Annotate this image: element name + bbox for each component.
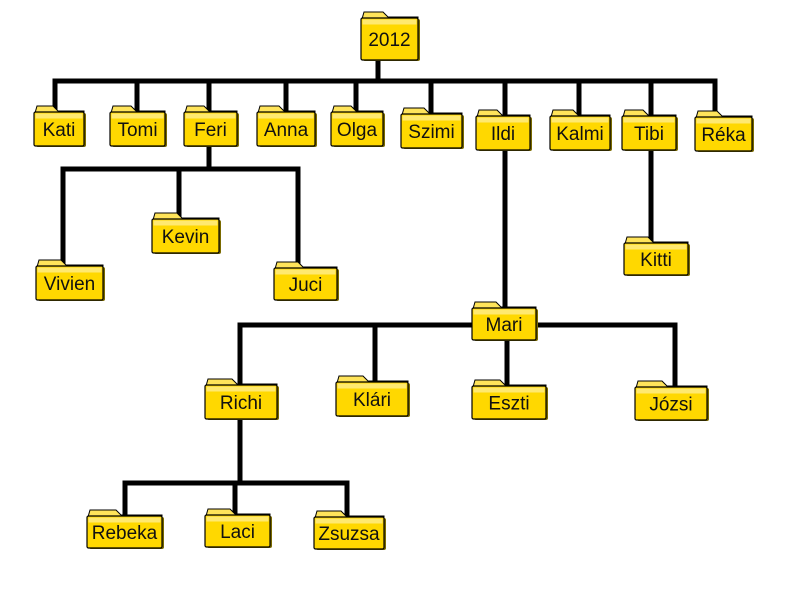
folder-node-tomi[interactable]: Tomi: [109, 105, 167, 147]
folder-node-juci[interactable]: Juci: [273, 261, 339, 301]
folder-icon: [623, 236, 690, 276]
folder-label-ildi: Ildi: [491, 124, 515, 145]
folder-label-reka: Réka: [701, 125, 746, 146]
folder-label-szimi: Szimi: [408, 122, 454, 143]
folder-icon: [204, 378, 279, 420]
folder-icon: [273, 261, 339, 301]
folder-icon: [549, 109, 612, 151]
folder-node-zsuzsa[interactable]: Zsuzsa: [313, 510, 386, 550]
folder-label-rebeka: Rebeka: [92, 523, 158, 544]
folder-icon: [313, 510, 386, 550]
folder-label-kati: Kati: [43, 120, 76, 141]
folder-label-tomi: Tomi: [117, 120, 157, 141]
folder-label-olga: Olga: [337, 120, 378, 141]
folder-node-tibi[interactable]: Tibi: [621, 109, 678, 151]
folder-node-anna[interactable]: Anna: [256, 105, 317, 147]
folder-node-jozsi[interactable]: Józsi: [634, 380, 709, 421]
folder-icon: [330, 105, 385, 147]
folder-node-reka[interactable]: Réka: [694, 110, 754, 152]
folder-node-kati[interactable]: Kati: [33, 105, 86, 147]
folder-icon: [109, 105, 167, 147]
folder-label-klari: Klári: [353, 390, 391, 411]
folder-icon: [35, 259, 105, 301]
folder-node-mari[interactable]: Mari: [471, 301, 538, 341]
folder-node-laci[interactable]: Laci: [204, 508, 272, 548]
folder-label-richi: Richi: [220, 393, 262, 414]
folder-icon: [335, 375, 410, 417]
folder-label-eszti: Eszti: [488, 394, 529, 415]
folder-node-root[interactable]: 2012: [360, 11, 420, 61]
folder-label-jozsi: Józsi: [649, 395, 692, 416]
folder-node-rebeka[interactable]: Rebeka: [86, 509, 164, 549]
folder-icon: [694, 110, 754, 152]
folder-node-ildi[interactable]: Ildi: [475, 109, 532, 151]
folder-node-szimi[interactable]: Szimi: [400, 107, 464, 149]
folder-node-kalmi[interactable]: Kalmi: [549, 109, 612, 151]
folder-label-tibi: Tibi: [634, 124, 664, 145]
folder-icon: [183, 105, 239, 147]
folder-icon: [33, 105, 86, 147]
folder-icon: [204, 508, 272, 548]
folder-icon: [621, 109, 678, 151]
folder-label-feri: Feri: [194, 120, 227, 141]
folder-label-vivien: Vivien: [44, 274, 95, 295]
folder-icon: [634, 380, 709, 421]
folder-label-root: 2012: [368, 30, 410, 51]
folder-node-kitti[interactable]: Kitti: [623, 236, 690, 276]
folder-node-klari[interactable]: Klári: [335, 375, 410, 417]
folder-icon: [151, 212, 221, 254]
folder-label-kalmi: Kalmi: [556, 124, 604, 145]
folder-node-richi[interactable]: Richi: [204, 378, 279, 420]
folder-icon: [86, 509, 164, 549]
folder-label-laci: Laci: [220, 522, 255, 543]
folder-icon: [475, 109, 532, 151]
folder-node-olga[interactable]: Olga: [330, 105, 385, 147]
folder-label-kitti: Kitti: [640, 250, 672, 271]
folder-label-juci: Juci: [289, 275, 323, 296]
connector-lines: [52, 57, 718, 520]
folder-node-feri[interactable]: Feri: [183, 105, 239, 147]
folder-label-zsuzsa: Zsuzsa: [318, 524, 380, 545]
folder-node-kevin[interactable]: Kevin: [151, 212, 221, 254]
folder-icon: [256, 105, 317, 147]
folder-label-mari: Mari: [486, 315, 523, 336]
folder-label-anna: Anna: [264, 120, 309, 141]
folder-icon: [471, 301, 538, 341]
folder-label-kevin: Kevin: [162, 227, 210, 248]
folder-node-vivien[interactable]: Vivien: [35, 259, 105, 301]
folder-icon: [360, 11, 420, 61]
folder-node-eszti[interactable]: Eszti: [471, 379, 548, 420]
folder-icon: [400, 107, 464, 149]
folder-icon: [471, 379, 548, 420]
